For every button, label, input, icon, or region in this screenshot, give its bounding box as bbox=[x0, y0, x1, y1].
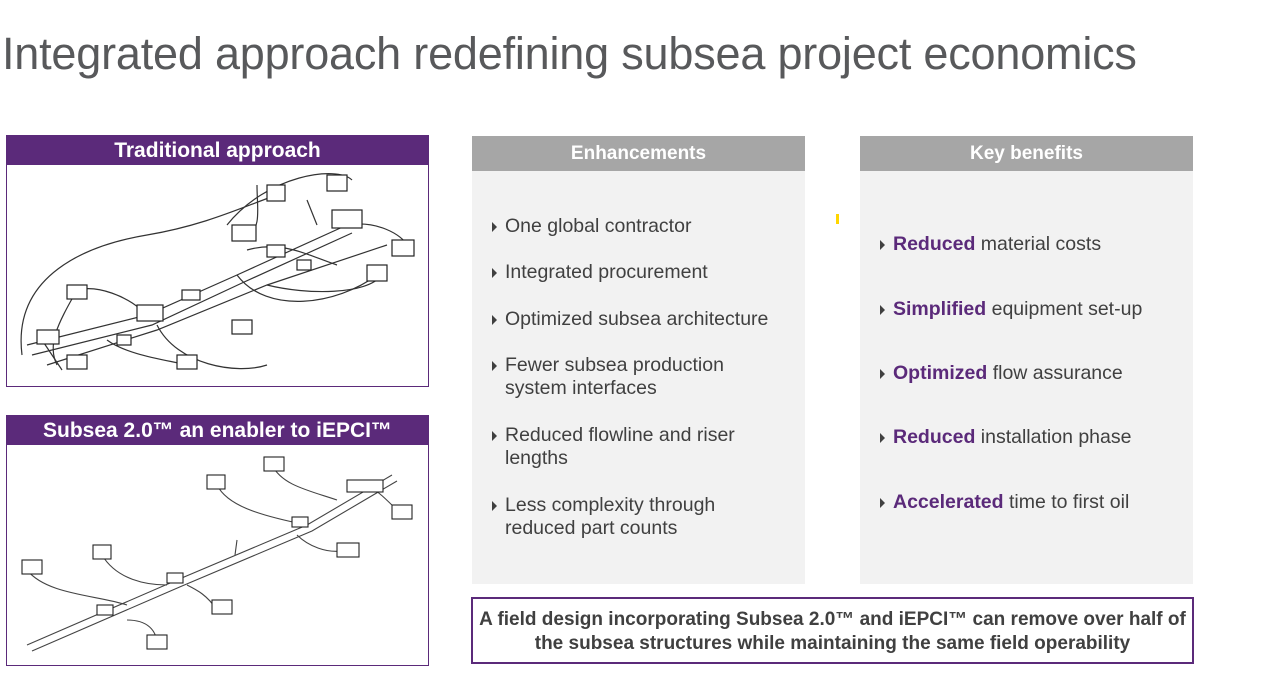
bullet-arrow-icon bbox=[880, 498, 885, 508]
summary-note: A field design incorporating Subsea 2.0™… bbox=[471, 597, 1194, 664]
bullet-arrow-icon bbox=[492, 361, 497, 371]
benefit-item: Optimized flow assurance bbox=[880, 362, 1123, 385]
bullet-arrow-icon bbox=[492, 501, 497, 511]
benefit-item: Reduced material costs bbox=[880, 233, 1101, 256]
bullet-arrow-icon bbox=[492, 431, 497, 441]
enhancement-item: Reduced flowline and riser lengths bbox=[492, 424, 772, 470]
bullet-arrow-icon bbox=[880, 433, 885, 443]
bullet-arrow-icon bbox=[492, 268, 497, 278]
bullet-arrow-icon bbox=[492, 315, 497, 325]
yellow-marker bbox=[836, 214, 839, 224]
page-title: Integrated approach redefining subsea pr… bbox=[2, 28, 1137, 79]
benefit-item: Accelerated time to first oil bbox=[880, 491, 1129, 514]
subsea-layout-sketch bbox=[21, 456, 413, 652]
enhancements-panel: Enhancements One global contractor Integ… bbox=[472, 136, 805, 584]
key-benefits-panel: Key benefits Reduced material costs Simp… bbox=[860, 136, 1193, 584]
bullet-arrow-icon bbox=[880, 369, 885, 379]
enhancement-item: Integrated procurement bbox=[492, 261, 708, 284]
enhancement-item: Optimized subsea architecture bbox=[492, 308, 768, 331]
traditional-layout-sketch bbox=[20, 173, 415, 371]
bullet-arrow-icon bbox=[492, 222, 497, 232]
subsea-panel-title: Subsea 2.0™ an enabler to iEPCI™ bbox=[7, 416, 428, 445]
bullet-arrow-icon bbox=[880, 305, 885, 315]
subsea-panel: Subsea 2.0™ an enabler to iEPCI™ bbox=[6, 415, 429, 666]
traditional-approach-title: Traditional approach bbox=[7, 136, 428, 165]
traditional-approach-panel: Traditional approach bbox=[6, 135, 429, 387]
enhancement-item: Less complexity through reduced part cou… bbox=[492, 494, 752, 540]
enhancement-item: Fewer subsea production system interface… bbox=[492, 354, 752, 400]
benefit-item: Simplified equipment set-up bbox=[880, 298, 1142, 321]
enhancements-header: Enhancements bbox=[472, 136, 805, 171]
bullet-arrow-icon bbox=[880, 240, 885, 250]
benefit-item: Reduced installation phase bbox=[880, 426, 1131, 449]
enhancement-item: One global contractor bbox=[492, 215, 691, 238]
key-benefits-header: Key benefits bbox=[860, 136, 1193, 171]
